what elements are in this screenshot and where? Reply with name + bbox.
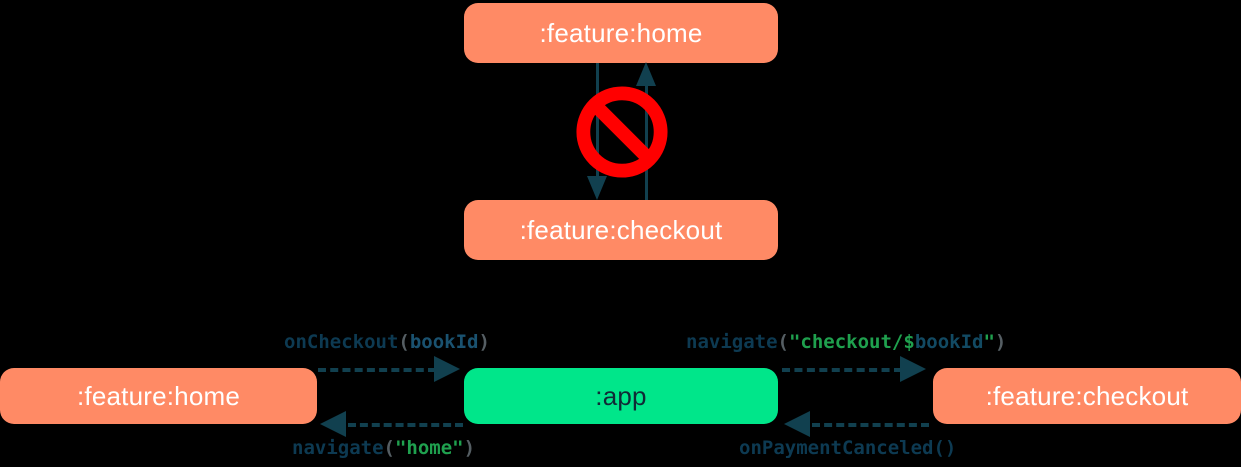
module-node-checkout-top[interactable]: :feature:checkout [464, 200, 778, 260]
arrowhead-left-icon [784, 411, 810, 437]
code-token-ident: bookId [409, 331, 479, 353]
edge-label-on-checkout: onCheckout(bookId) [284, 331, 490, 353]
module-node-checkout-bottom[interactable]: :feature:checkout [933, 368, 1241, 424]
arrowhead-left-icon [320, 411, 346, 437]
arrowhead-up-icon [636, 62, 656, 86]
prohibition-icon [576, 86, 668, 178]
edge-label-navigate-checkout: navigate("checkout/$bookId") [686, 331, 1006, 353]
arrowhead-right-icon [900, 356, 926, 382]
arrowhead-down-icon [587, 176, 607, 200]
dashed-edge-app-to-home [348, 423, 463, 427]
code-token-paren: ( [383, 437, 395, 459]
arrowhead-right-icon [434, 356, 460, 382]
module-node-app[interactable]: :app [464, 368, 778, 424]
module-node-home-bottom[interactable]: :feature:home [0, 368, 317, 424]
code-token-str: "checkout/$ [788, 331, 915, 353]
code-token-var: bookId [914, 331, 984, 353]
code-token-paren: ) [463, 437, 476, 459]
arrow-shaft-home-to-checkout [596, 63, 599, 181]
module-node-home-top[interactable]: :feature:home [464, 3, 778, 63]
edge-label-on-payment-canceled: onPaymentCanceled() [739, 437, 956, 459]
code-token-fn: onCheckout [284, 331, 399, 353]
code-token-fn: onPaymentCanceled() [739, 437, 957, 459]
code-token-paren: ) [994, 331, 1007, 353]
dashed-edge-home-to-app [318, 368, 436, 372]
code-token-paren: ( [398, 331, 410, 353]
dashed-edge-checkout-to-app [812, 423, 929, 427]
edge-label-navigate-home: navigate("home") [292, 437, 475, 459]
code-token-paren: ( [777, 331, 789, 353]
code-token-fn: navigate [292, 437, 384, 459]
code-token-str: "home" [394, 437, 464, 459]
code-token-paren: ) [478, 331, 490, 353]
code-token-fn: navigate [686, 331, 778, 353]
code-token-str: " [983, 331, 995, 353]
arrow-shaft-checkout-to-home [645, 85, 648, 200]
dashed-edge-app-to-checkout [782, 368, 902, 372]
